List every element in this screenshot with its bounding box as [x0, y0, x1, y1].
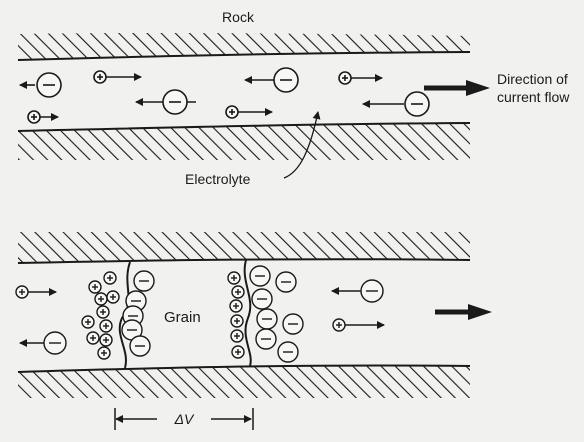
- rock-wall-top: [18, 32, 470, 60]
- rock-wall-bottom-2: [18, 365, 470, 398]
- direction-label-line1: Direction of: [497, 71, 568, 87]
- ions-bottom: [15, 265, 385, 363]
- ions-top: [19, 67, 430, 124]
- grain-boundary-left: [118, 261, 131, 369]
- rock-wall-top-2: [18, 232, 470, 263]
- grain-label: Grain: [164, 309, 201, 326]
- top-panel: Rock: [17, 9, 570, 187]
- rock-label: Rock: [222, 9, 255, 25]
- grain-boundary-right: [243, 259, 252, 367]
- electrolyte-leader-line: [283, 111, 321, 179]
- current-direction-arrow: [424, 80, 490, 96]
- bottom-panel: Grain: [15, 232, 492, 430]
- current-direction-arrow-2: [435, 304, 492, 320]
- rock-wall-bottom: [18, 123, 470, 160]
- delta-v-label: ΔV: [174, 411, 195, 427]
- direction-label-line2: current flow: [497, 89, 570, 105]
- electrolyte-label: Electrolyte: [185, 171, 251, 187]
- delta-v-dimension: [114, 408, 254, 430]
